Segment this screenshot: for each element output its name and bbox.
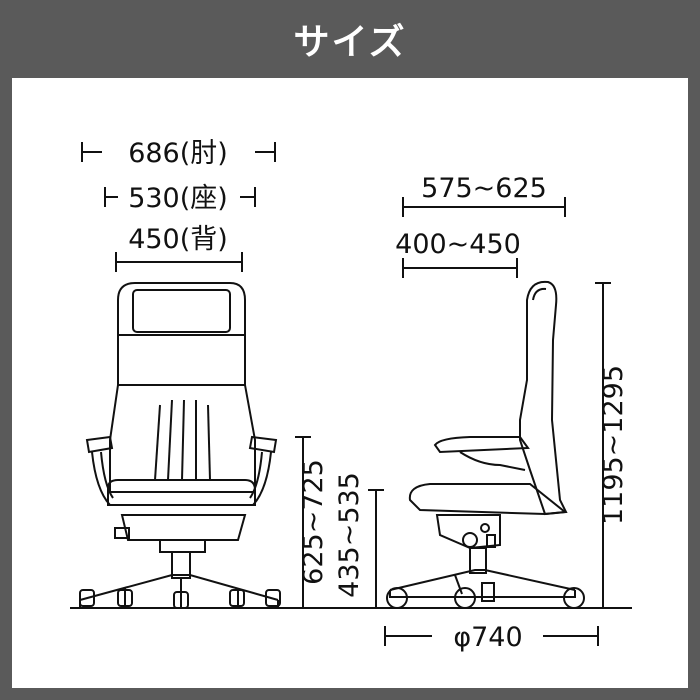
seat-width-label: 530(座) <box>128 183 228 214</box>
base-diameter-label: φ740 <box>453 622 522 653</box>
total-height-dim-line <box>595 282 611 608</box>
base-diameter-dim-line <box>384 626 599 646</box>
section-header: サイズ <box>0 0 700 78</box>
back-width-dim-line <box>115 252 243 272</box>
total-height-label: 1195~1295 <box>598 365 629 525</box>
seat-depth-label: 575~625 <box>421 173 547 204</box>
seat-depth-inner-label: 400~450 <box>395 229 521 260</box>
chair-front-view <box>79 282 281 609</box>
seat-width-dim-line <box>104 187 256 207</box>
armrest-height-dim-line <box>295 436 311 608</box>
seat-depth-dim-line <box>402 197 566 217</box>
seat-height-label: 435~535 <box>334 472 365 598</box>
back-width-label: 450(背) <box>128 224 228 255</box>
section-title: サイズ <box>293 22 407 63</box>
armrest-width-dim-line <box>81 142 276 162</box>
seat-height-dim-line <box>368 489 384 608</box>
armrest-width-label: 686(肘) <box>128 138 228 169</box>
dimension-panel <box>12 78 688 688</box>
armrest-height-label: 625~725 <box>298 459 329 585</box>
chair-side-view <box>386 280 585 609</box>
seat-depth-inner-dim-line <box>402 258 518 278</box>
